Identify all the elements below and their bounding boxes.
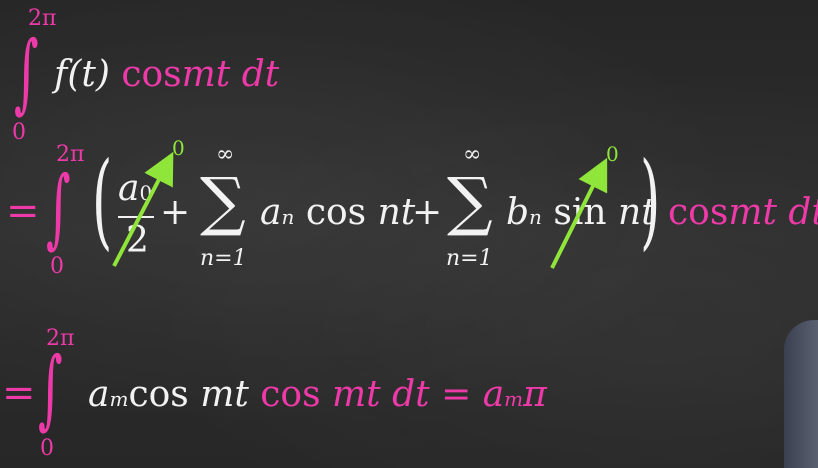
- line3-expression: amcos mt cos mt dt = amπ: [88, 374, 547, 415]
- line2-plus2: +: [412, 192, 443, 233]
- line3-upper-limit: 2π: [46, 326, 75, 351]
- line1-expression: f(t) cosmt dt: [54, 54, 279, 95]
- line2-equals: =: [6, 188, 40, 234]
- line3-equals: =: [2, 370, 36, 416]
- line2-left-paren: (: [92, 139, 113, 261]
- cancel-arrow-2: [550, 157, 608, 269]
- line2-plus1: +: [160, 192, 191, 233]
- line2-fraction-bar: [118, 216, 154, 218]
- line2-bn-term: bn sin nt: [506, 192, 656, 233]
- line2-integral-sign: ∫: [46, 158, 71, 258]
- line1-upper-limit: 2π: [28, 6, 57, 31]
- line1-diff: dt: [241, 54, 280, 95]
- line2-sum2-top: ∞: [463, 142, 482, 167]
- line1-integrand: f(t): [54, 54, 110, 95]
- cancel-arrow-1: [112, 151, 174, 267]
- line2-cos-tail: cosmt dt: [668, 192, 818, 233]
- presenter-silhouette: [784, 320, 818, 468]
- line2-lower-limit: 0: [50, 254, 64, 279]
- line1-lower-limit: 0: [12, 120, 26, 145]
- line2-upper-limit: 2π: [56, 142, 85, 167]
- line3-integral-sign: ∫: [38, 339, 63, 439]
- line2-sum1-bottom: n=1: [200, 246, 247, 271]
- line2-sum2-bottom: n=1: [446, 246, 493, 271]
- line1-integral-sign: ∫: [14, 23, 39, 123]
- line1-arg: mt: [181, 54, 231, 95]
- cancel-zero-2: 0: [606, 142, 619, 166]
- line3-lower-limit: 0: [40, 436, 54, 461]
- cancel-zero-1: 0: [172, 136, 185, 160]
- line2-an-term: an cos nt: [260, 192, 416, 233]
- line2-sum1-sigma: ∑: [200, 165, 246, 239]
- line2-sum2-sigma: ∑: [447, 165, 493, 239]
- line1-cos: cos: [121, 54, 182, 95]
- line2-sum1-top: ∞: [216, 142, 235, 167]
- line2-right-paren: ): [640, 139, 661, 261]
